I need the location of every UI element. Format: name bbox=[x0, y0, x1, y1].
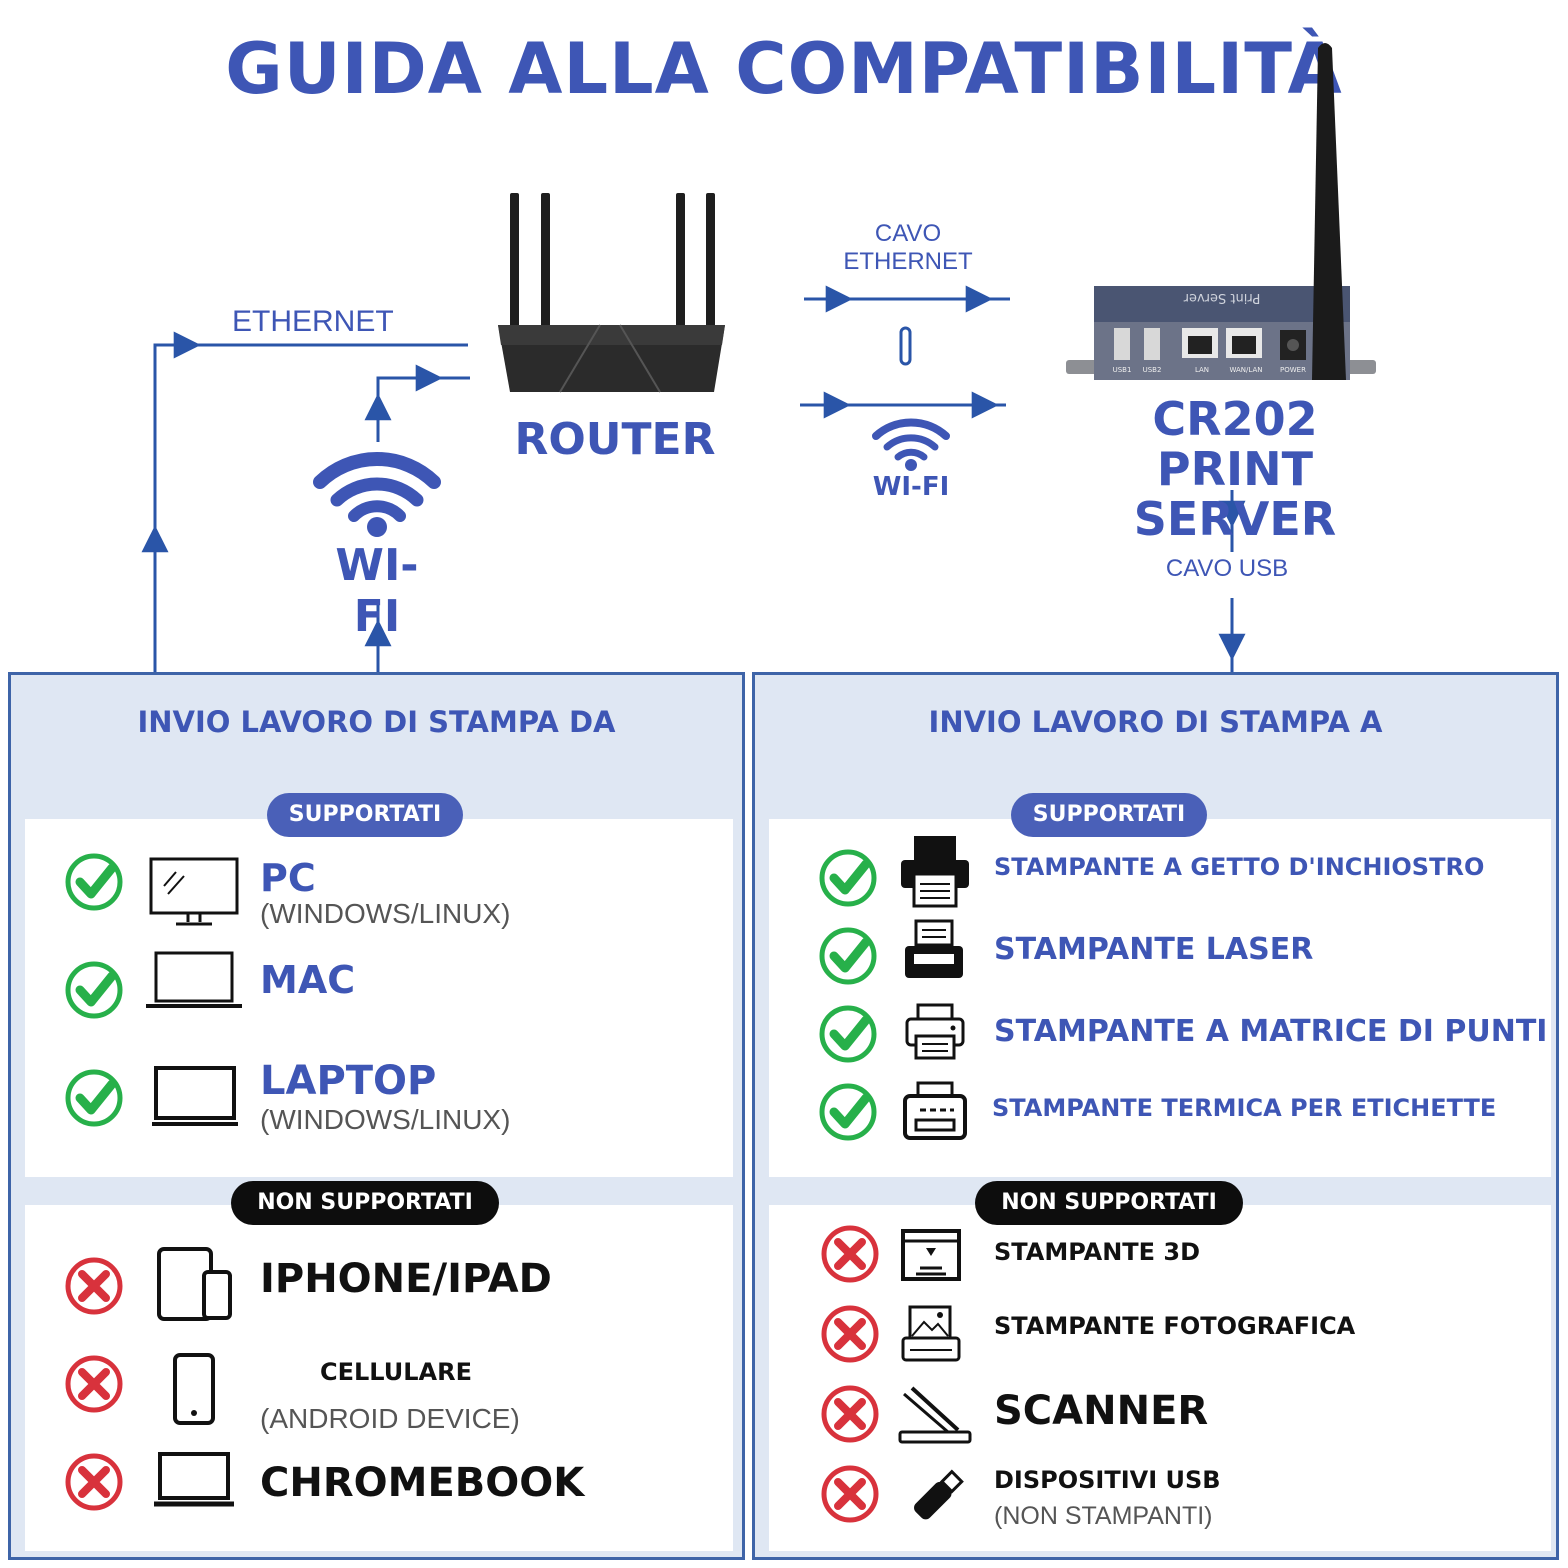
svg-text:USB1: USB1 bbox=[1113, 366, 1132, 374]
laser-printer-label: STAMPANTE LASER bbox=[994, 932, 1314, 967]
page-title: GUIDA ALLA COMPATIBILITÀ bbox=[225, 28, 1343, 110]
check-icon bbox=[64, 960, 124, 1020]
left-supported-badge: SUPPORTATI bbox=[267, 793, 463, 837]
cross-icon bbox=[820, 1464, 880, 1524]
chromebook-label: CHROMEBOOK bbox=[260, 1460, 585, 1506]
server-text: Print Server bbox=[1183, 290, 1260, 305]
pc-sub-label: (WINDOWS/LINUX) bbox=[260, 898, 511, 929]
laser-printer-icon bbox=[905, 919, 963, 978]
scanner-label: SCANNER bbox=[994, 1388, 1209, 1434]
cellulare-label: CELLULARE bbox=[320, 1358, 472, 1386]
label-printer-label: STAMPANTE TERMICA PER ETICHETTE bbox=[992, 1094, 1497, 1122]
wifi-icon bbox=[313, 452, 441, 537]
3d-printer-icon bbox=[901, 1229, 961, 1281]
tablet-phone-icon bbox=[157, 1247, 232, 1321]
ethernet-label: ETHERNET bbox=[232, 305, 394, 338]
check-icon bbox=[818, 1004, 878, 1064]
server-label: CR202 PRINT SERVER bbox=[1133, 392, 1337, 546]
mac-label: MAC bbox=[260, 958, 356, 1002]
cable-connector-icon bbox=[899, 326, 912, 366]
photo-printer-label: STAMPANTE FOTOGRAFICA bbox=[994, 1312, 1356, 1340]
wifi-mid-label: WI-FI bbox=[872, 472, 950, 502]
laptop-sub-label: (WINDOWS/LINUX) bbox=[260, 1104, 511, 1135]
connection-diagram: Print Server USB1 USB2 LAN WAN/LAN POWER bbox=[141, 43, 1376, 672]
check-icon bbox=[818, 848, 878, 908]
cross-icon bbox=[64, 1256, 124, 1316]
right-unsupported-card bbox=[769, 1205, 1551, 1551]
pc-label: PC bbox=[260, 856, 316, 900]
iphone-ipad-label: IPHONE/IPAD bbox=[260, 1256, 552, 1302]
left-unsupported-card bbox=[25, 1205, 733, 1551]
laptop-label: LAPTOP bbox=[260, 1058, 437, 1104]
print-server-image bbox=[1066, 43, 1376, 380]
3d-printer-label: STAMPANTE 3D bbox=[994, 1238, 1201, 1266]
usb-drive-icon bbox=[914, 1469, 964, 1520]
router-label: ROUTER bbox=[514, 414, 716, 465]
dot-matrix-printer-label: STAMPANTE A MATRICE DI PUNTI bbox=[994, 1014, 1548, 1049]
inkjet-printer-label: STAMPANTE A GETTO D'INCHIOSTRO bbox=[994, 853, 1485, 881]
laptop-icon bbox=[154, 1452, 234, 1507]
cross-icon bbox=[820, 1304, 880, 1364]
left-panel: INVIO LAVORO DI STAMPA DA SUPPORTATI NON… bbox=[8, 672, 745, 1560]
photo-printer-icon bbox=[901, 1305, 961, 1362]
wifi-label: WI-FI bbox=[335, 540, 419, 642]
scanner-icon bbox=[898, 1386, 972, 1444]
usb-devices-label: DISPOSITIVI USB bbox=[994, 1466, 1221, 1494]
phone-icon bbox=[173, 1353, 215, 1425]
left-panel-title: INVIO LAVORO DI STAMPA DA bbox=[137, 705, 616, 739]
check-icon bbox=[64, 852, 124, 912]
svg-text:LAN: LAN bbox=[1195, 366, 1209, 374]
svg-text:POWER: POWER bbox=[1280, 366, 1306, 374]
left-supported-card bbox=[25, 819, 733, 1177]
laptop-icon bbox=[146, 951, 242, 1008]
label-printer-icon bbox=[903, 1081, 967, 1140]
cross-icon bbox=[820, 1384, 880, 1444]
cross-icon bbox=[64, 1354, 124, 1414]
inkjet-printer-icon bbox=[901, 836, 969, 908]
usb-cable-label: CAVO USB bbox=[1132, 555, 1322, 583]
svg-text:USB2: USB2 bbox=[1143, 366, 1162, 374]
right-unsupported-badge: NON SUPPORTATI bbox=[975, 1181, 1243, 1225]
right-panel-title: INVIO LAVORO DI STAMPA A bbox=[928, 705, 1383, 739]
ethernet-cable-label: CAVO ETHERNET bbox=[843, 220, 973, 275]
wifi-icon bbox=[872, 418, 950, 471]
laptop-icon bbox=[152, 1066, 238, 1126]
right-panel: INVIO LAVORO DI STAMPA A SUPPORTATI NON … bbox=[752, 672, 1559, 1560]
check-icon bbox=[64, 1068, 124, 1128]
monitor-icon bbox=[149, 857, 239, 926]
left-unsupported-badge: NON SUPPORTATI bbox=[231, 1181, 499, 1225]
right-supported-card bbox=[769, 819, 1551, 1177]
dot-matrix-printer-icon bbox=[905, 1003, 965, 1060]
usb-devices-sub-label: (NON STAMPANTI) bbox=[994, 1502, 1213, 1530]
cellulare-sub-label: (ANDROID DEVICE) bbox=[260, 1403, 520, 1434]
cross-icon bbox=[64, 1452, 124, 1512]
router-image bbox=[498, 193, 725, 393]
cross-icon bbox=[820, 1224, 880, 1284]
check-icon bbox=[818, 926, 878, 986]
right-supported-badge: SUPPORTATI bbox=[1011, 793, 1207, 837]
check-icon bbox=[818, 1082, 878, 1142]
svg-text:WAN/LAN: WAN/LAN bbox=[1229, 366, 1262, 374]
ethernet-line bbox=[153, 343, 468, 672]
